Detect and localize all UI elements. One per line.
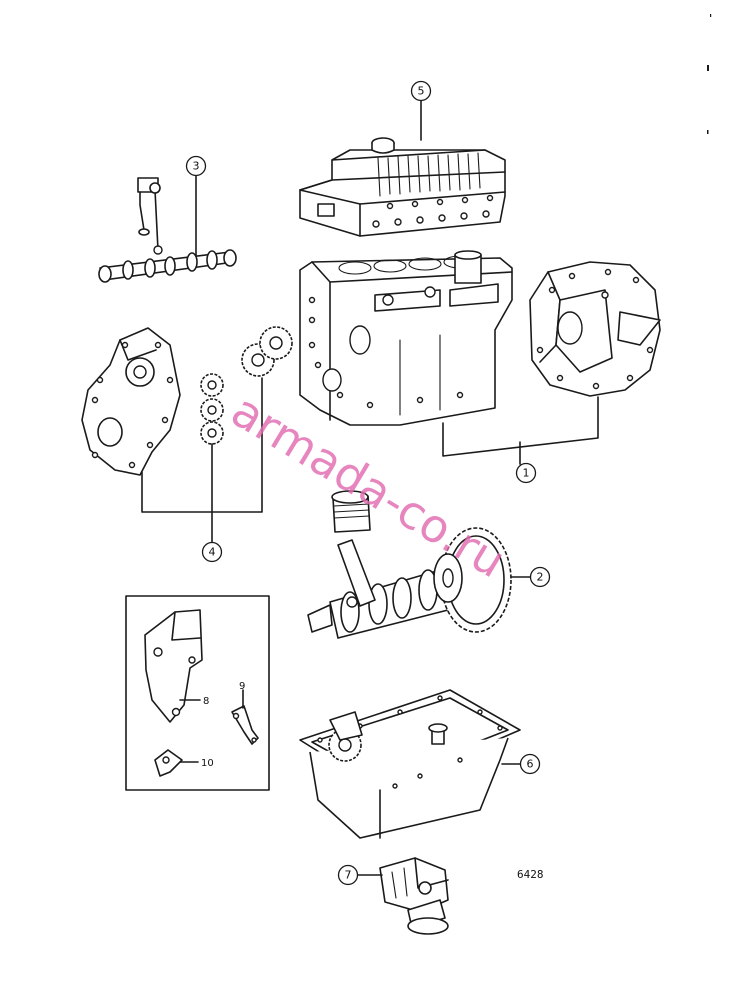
scan-marks (707, 14, 712, 134)
camshaft (98, 177, 237, 283)
inset-label-9: 9 (239, 681, 245, 692)
callout-1: 1 (515, 462, 537, 484)
crankshaft-assembly (307, 490, 512, 639)
callout-7: 7 (337, 864, 359, 886)
valve-cover (299, 137, 506, 237)
callout-5-label: 5 (418, 85, 425, 98)
inset-label-8: 8 (203, 696, 209, 707)
flywheel-housing (529, 261, 661, 397)
inset-box (125, 595, 270, 791)
inset-label-10: 10 (201, 758, 214, 769)
callout-3: 3 (185, 155, 207, 177)
callout-4: 4 (201, 541, 223, 563)
callout-5: 5 (410, 80, 432, 141)
timing-cover (81, 327, 181, 476)
engine-mount (379, 857, 449, 935)
callout-2-label: 2 (537, 571, 544, 584)
bracket-8 (144, 609, 203, 723)
callout-4-label: 4 (209, 546, 216, 559)
callout-6: 6 (519, 753, 541, 775)
callout-3-label: 3 (193, 160, 200, 173)
cylinder-block (299, 250, 513, 426)
callout-7-label: 7 (345, 869, 352, 882)
drawing-number: 6428 (517, 868, 544, 881)
oil-sump (299, 689, 521, 839)
callout-4-bracket (141, 377, 263, 513)
timing-gears (200, 326, 293, 445)
callout-1-label: 1 (523, 467, 530, 480)
callout-2: 2 (529, 566, 551, 588)
plate-10 (154, 749, 183, 777)
clip-9 (231, 705, 259, 745)
callout-6-label: 6 (527, 758, 534, 771)
